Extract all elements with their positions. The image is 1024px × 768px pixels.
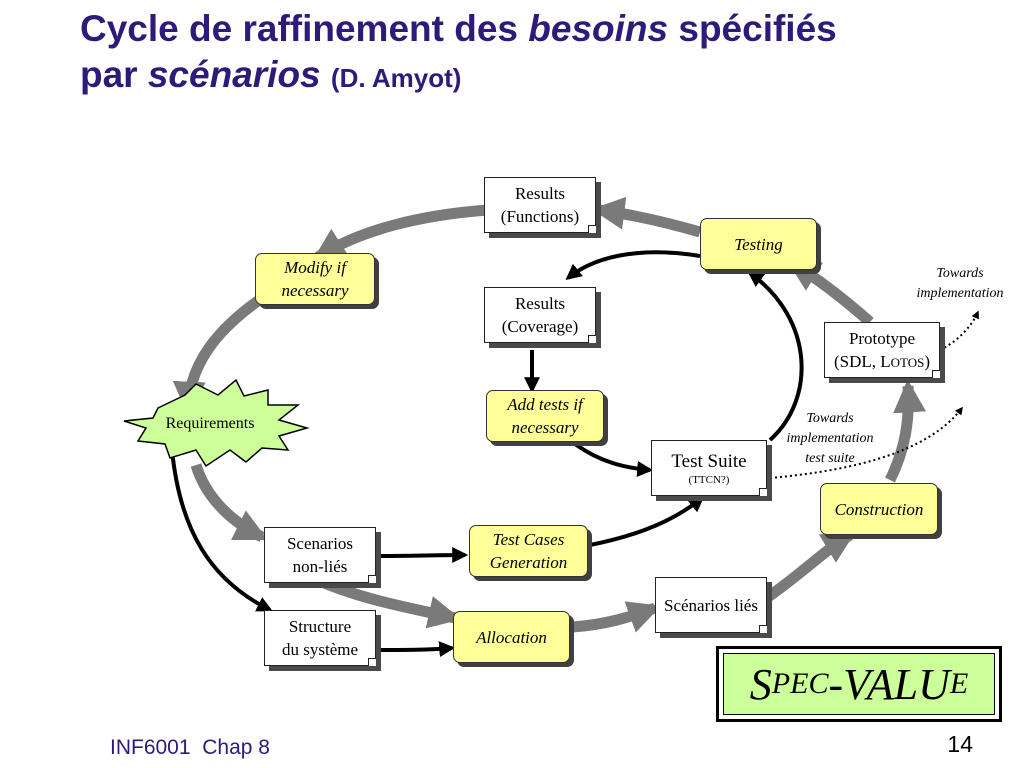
testing-box: Testing	[700, 218, 817, 270]
page-number: 14	[947, 731, 973, 757]
gray-arrow-allocation-to-lies	[571, 601, 662, 633]
scenarios-non-lies-box: Scenarios non-liés	[264, 527, 376, 583]
requirements-burst	[123, 378, 310, 468]
gray-arrow-construction-to-prototype	[885, 379, 927, 483]
towards-implementation-note: Towards implementation	[916, 266, 1004, 301]
black-arrow-testsuite-to-testing	[747, 271, 804, 442]
results-functions-box: Results (Functions)	[484, 177, 596, 233]
gray-arrow-requirements-to-scenarios	[190, 463, 268, 542]
gray-arrow-testing-to-results	[591, 196, 702, 238]
footer-course: INF6001 Chap 8	[110, 736, 270, 759]
dotted-arrow-prototype-towards-implementation	[939, 310, 979, 351]
test-cases-generation-box: Test Cases Generation	[469, 525, 588, 577]
black-arrow-scenarios-to-testcases	[377, 547, 469, 564]
title-author: (D. Amyot)	[330, 63, 462, 93]
requirements-label: Requirements	[165, 415, 255, 432]
gray-arrow-results-to-modify	[312, 204, 489, 262]
title-line-2: par scénarios (D. Amyot)	[80, 54, 462, 95]
towards-implementation-test-suite-note: Towards implementation test suite	[786, 411, 874, 466]
title-line-1: Cycle de raffinement des besoins spécifi…	[80, 8, 837, 49]
prototype-box: Prototype (SDL, LOTOS)	[824, 322, 940, 378]
add-tests-box: Add tests if necessary	[486, 390, 604, 442]
structure-box: Structure du système	[264, 610, 376, 666]
scenarios-lies-box: Scénarios liés	[655, 577, 767, 633]
gray-arrow-prototype-to-testing	[786, 258, 874, 327]
black-arrow-addtests-to-testsuite	[573, 442, 654, 477]
test-suite-box: Test Suite (TTCN?)	[651, 440, 767, 496]
dotted-arrow-testsuite-towards-test-suite	[769, 406, 963, 479]
black-arrow-structure-to-allocation	[377, 641, 456, 658]
allocation-box: Allocation	[453, 611, 570, 663]
black-arrow-testcases-to-testsuite	[589, 495, 705, 547]
slide-title: Cycle de raffinement des besoins spécifi…	[80, 6, 1020, 101]
results-coverage-box: Results (Coverage)	[484, 287, 596, 343]
construction-box: Construction	[820, 483, 938, 535]
black-arrow-requirements-to-structure	[170, 449, 273, 612]
modify-if-necessary-box: Modify if necessary	[255, 253, 375, 305]
gray-arrow-lies-to-construction	[764, 530, 856, 602]
gray-arrow-scenarios-to-allocation	[319, 576, 462, 629]
black-arrow-testing-to-coverage	[565, 250, 701, 281]
